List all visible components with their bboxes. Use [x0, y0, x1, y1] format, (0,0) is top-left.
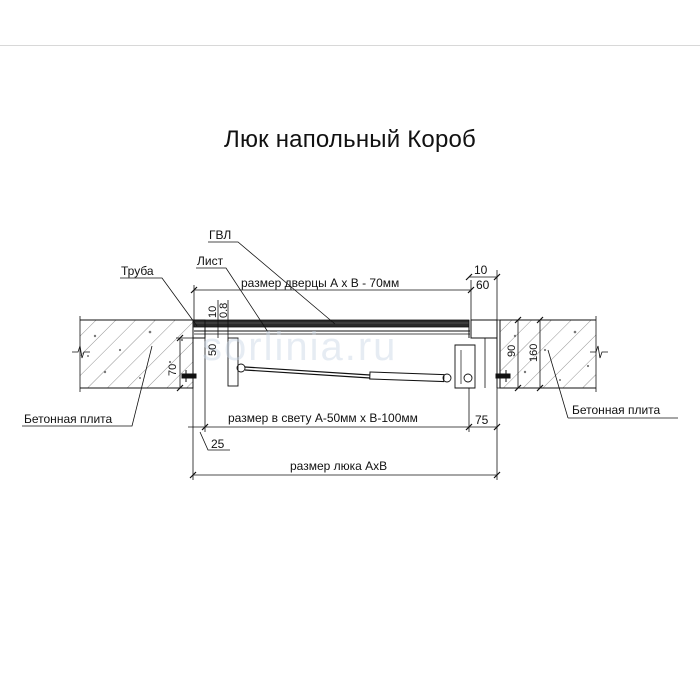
dim-160: 160 [528, 344, 540, 362]
hatch-frame [192, 319, 498, 388]
dim-25: 25 [211, 437, 225, 451]
dim-10-top: 10 [474, 263, 488, 277]
dim-0-8: 0.8 [218, 303, 230, 318]
label-gvl: ГВЛ [209, 228, 231, 242]
dim-70: 70 [167, 364, 179, 376]
break-lines [72, 345, 608, 359]
concrete-slab-left [79, 316, 194, 392]
dimension-ticks [176, 273, 544, 479]
dimension-lines [176, 270, 546, 480]
drawing-title: Люк напольный Короб [224, 126, 476, 153]
dim-60: 60 [476, 278, 490, 292]
gas-strut [227, 337, 476, 389]
leader-lines [22, 241, 678, 427]
label-concrete-right: Бетонная плита [572, 403, 661, 417]
dim-75: 75 [475, 413, 489, 427]
label-truba: Труба [121, 264, 154, 278]
dim-clear-size: размер в свету А-50мм х В-100мм [228, 411, 418, 425]
dim-90: 90 [506, 345, 518, 357]
top-divider [0, 45, 700, 46]
dim-door-size: размер дверцы А х В - 70мм [241, 276, 399, 290]
dim-10-side: 10 [207, 306, 219, 318]
watermark: sorlinia.ru [202, 325, 397, 369]
dim-50: 50 [207, 344, 219, 356]
concrete-slab-right [499, 316, 597, 392]
anchor-bolts [181, 370, 511, 382]
label-list: Лист [197, 254, 224, 268]
dim-hatch-size: размер люка АхВ [290, 459, 387, 473]
label-concrete-left: Бетонная плита [24, 412, 113, 426]
